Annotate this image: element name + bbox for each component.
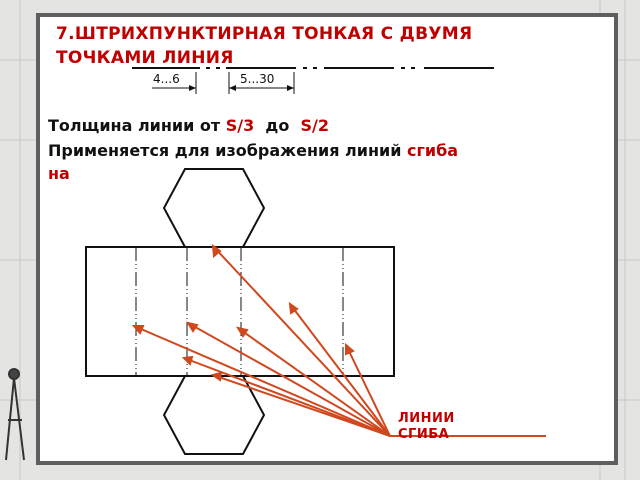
top-hexagon [162, 168, 266, 248]
usage-line-2: на [48, 164, 70, 183]
slide-title: 7.ШТРИХПУНКТИРНАЯ ТОНКАЯ С ДВУМЯ ТОЧКАМИ… [56, 22, 596, 70]
side-rectangle [85, 246, 395, 377]
thickness-mid: до [254, 116, 301, 135]
callout-line-1: ЛИНИИ [398, 411, 455, 426]
title-line-2: ТОЧКАМИ ЛИНИЯ [56, 48, 234, 68]
callout-line-2: СГИБА [398, 427, 450, 442]
slide-frame [36, 13, 618, 465]
thickness-to: S/2 [300, 116, 329, 135]
usage-prefix: Применяется для изображения линий [48, 141, 408, 160]
usage-word: сгиба [407, 141, 459, 160]
thickness-prefix: Толщина линии от [48, 116, 226, 135]
usage-text: Применяется для изображения линий сгиба [48, 141, 458, 160]
dimension-label-dash: 4...6 [153, 72, 180, 86]
drawing-compass-icon [5, 368, 25, 461]
fold-lines-callout: ЛИНИИ СГИБА [398, 411, 518, 443]
fold-lines [135, 246, 344, 377]
leader-lines [131, 243, 546, 437]
dimension-label-gap: 5...30 [240, 72, 275, 86]
thickness-text: Толщина линии от S/3 до S/2 [48, 116, 329, 135]
thickness-from: S/3 [225, 116, 255, 135]
title-line-1: 7.ШТРИХПУНКТИРНАЯ ТОНКАЯ С ДВУМЯ [56, 24, 473, 44]
